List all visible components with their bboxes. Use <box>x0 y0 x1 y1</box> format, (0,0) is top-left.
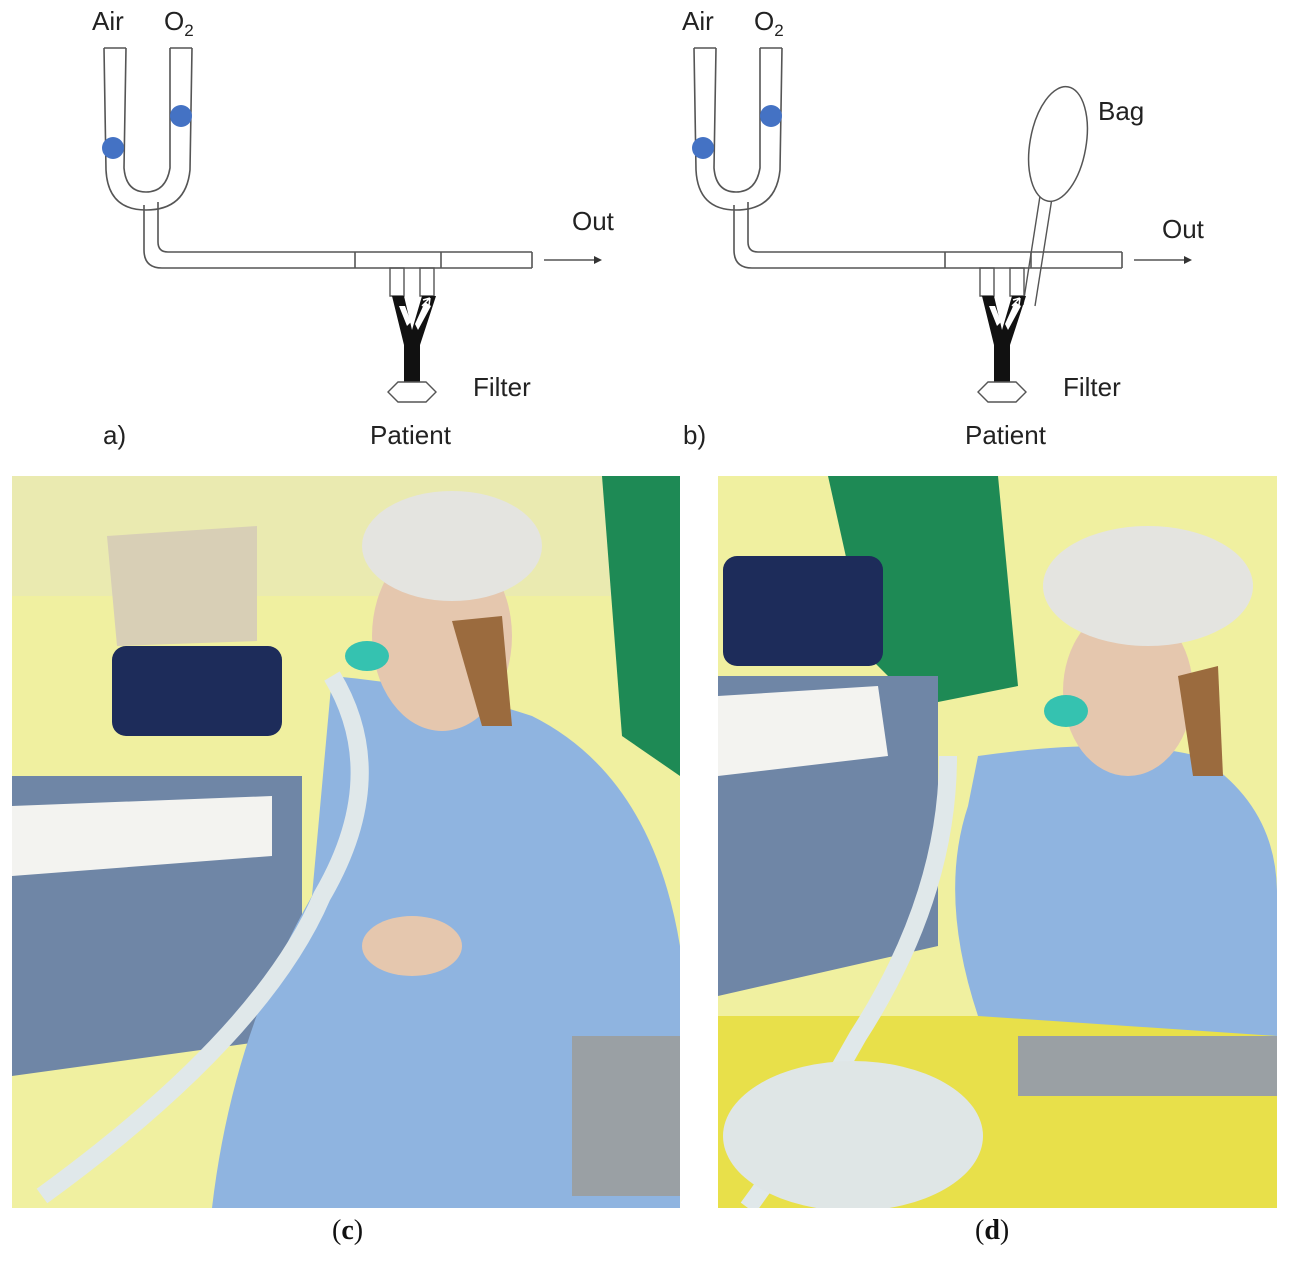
caption-d: (d) <box>975 1215 1010 1246</box>
out-arrow-icon-b <box>1134 256 1192 264</box>
filter-label-a: Filter <box>473 372 531 402</box>
caption-d-letter: d <box>984 1215 1000 1246</box>
o2-valve-icon-a <box>170 105 192 127</box>
out-label-b: Out <box>1162 214 1205 244</box>
air-valve-icon-a <box>102 137 124 159</box>
caption-c: (c) <box>332 1215 364 1246</box>
air-valve-icon-b <box>692 137 714 159</box>
air-label-b: Air <box>682 6 714 36</box>
t-connector-a <box>389 267 435 297</box>
y-piece-b <box>977 296 1027 403</box>
circuit-diagram-b: Air O2 Bag Out Filter Patient b) <box>682 6 1205 450</box>
o2-label-a: O2 <box>164 6 194 40</box>
o2-label-b: O2 <box>754 6 784 40</box>
bag-label-b: Bag <box>1098 96 1144 126</box>
y-piece-a <box>387 296 437 403</box>
out-arrow-icon-a <box>544 256 602 264</box>
circuit-diagram-a: Air O2 Out Filter Patient a) <box>92 6 615 450</box>
o2-valve-icon-b <box>760 105 782 127</box>
patient-label-a: Patient <box>370 420 452 450</box>
caption-c-letter: c <box>341 1215 354 1246</box>
panel-letter-b: b) <box>683 420 706 450</box>
photo-c-seated-subject-with-mouthpiece <box>12 476 680 1208</box>
photo-c-illustration <box>12 476 680 1208</box>
tubing-b <box>693 47 1123 269</box>
panel-letter-a: a) <box>103 420 126 450</box>
filter-label-b: Filter <box>1063 372 1121 402</box>
filter-shape-b <box>977 381 1027 403</box>
air-label-a: Air <box>92 6 124 36</box>
t-connector-b <box>979 267 1025 297</box>
diagram-panel-a: Air O2 Out Filter Patient a) <box>0 0 640 460</box>
out-label-a: Out <box>572 206 615 236</box>
filter-shape-a <box>387 381 437 403</box>
bag-shape-b <box>1022 85 1089 307</box>
photo-d-illustration <box>718 476 1277 1208</box>
photo-d-subject-with-bag-circuit <box>718 476 1277 1208</box>
diagram-panel-b: Air O2 Bag Out Filter Patient b) <box>590 0 1230 460</box>
tubing-a <box>103 47 533 269</box>
patient-label-b: Patient <box>965 420 1047 450</box>
